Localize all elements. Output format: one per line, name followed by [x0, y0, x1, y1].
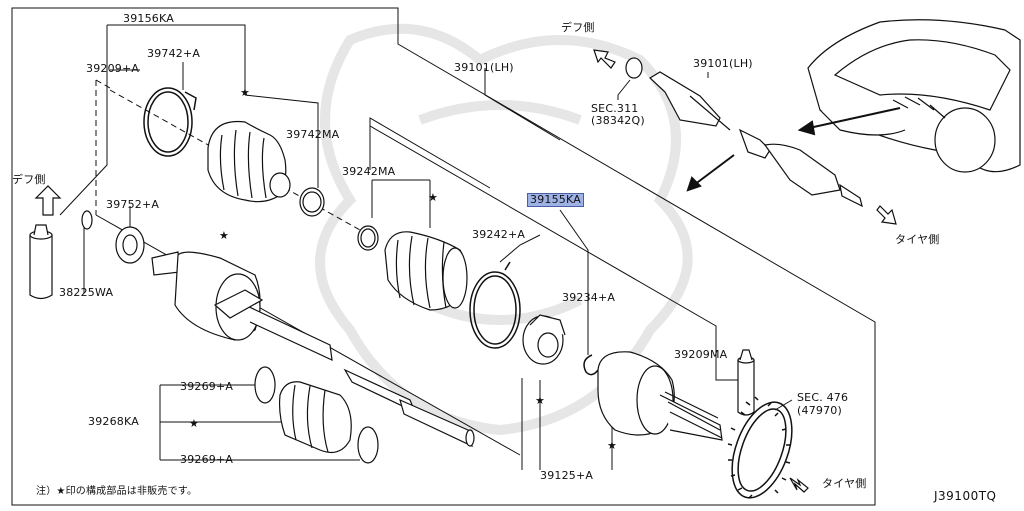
label-sec311: SEC.311 [591, 102, 639, 115]
part-boot-outer [207, 120, 291, 203]
svg-text:★: ★ [607, 439, 617, 452]
label-39268ka: 39268KA [88, 415, 139, 428]
label-39742ma: 39742MA [286, 128, 340, 141]
diff-side-label-inset: デフ側 [561, 21, 595, 34]
tire-side-label-inset: タイヤ側 [895, 233, 940, 246]
subassembly-box [369, 117, 491, 189]
frame-outline [11, 7, 876, 506]
svg-text:★: ★ [428, 191, 438, 204]
part-39268ka-boot [254, 366, 379, 464]
label-39234a: 39234+A [562, 291, 616, 304]
part-39155ka-joint [522, 314, 566, 365]
svg-text:★: ★ [189, 417, 199, 430]
label-39742a: 39742+A [147, 47, 201, 60]
label-39101lh-main: 39101(LH) [454, 61, 514, 74]
diff-side-arrow-left [34, 185, 62, 216]
part-39742a-band [143, 87, 197, 157]
inset-tire-arrow [876, 205, 897, 225]
label-39752a: 39752+A [106, 198, 160, 211]
part-outer-joint-shaft [151, 251, 333, 362]
svg-text:★: ★ [535, 394, 545, 407]
part-39242ma-band [357, 225, 379, 251]
part-38225wa-cylinder [29, 224, 53, 300]
label-39242a: 39242+A [472, 228, 526, 241]
part-39234a-ring [583, 354, 599, 376]
inset-diff-arrow [593, 49, 616, 69]
label-39269a-top: 39269+A [180, 380, 234, 393]
diff-side-label-left: デフ側 [12, 173, 46, 186]
label-39209ma: 39209MA [674, 348, 728, 361]
part-housing-right [597, 351, 723, 441]
tire-side-arrow-bottom [789, 477, 809, 493]
part-39742ma-band [299, 187, 325, 217]
inset-axle [625, 57, 863, 208]
diagram-code: J39100TQ [934, 489, 997, 503]
label-sec476-sub: (47970) [797, 404, 842, 417]
tire-side-label-bottom: タイヤ側 [822, 477, 867, 490]
label-39125a: 39125+A [540, 469, 594, 482]
part-sec476-ring [727, 396, 793, 499]
label-sec476: SEC. 476 [797, 391, 849, 404]
part-shaft [343, 368, 475, 448]
label-39209a: 39209+A [86, 62, 140, 75]
star-markers: ★ ★ ★ ★ ★ ★ [189, 86, 617, 452]
part-boot-inner [384, 231, 468, 311]
part-39209ma-cylinder [737, 349, 755, 416]
label-38225wa: 38225WA [59, 286, 114, 299]
label-39156ka: 39156KA [123, 12, 174, 25]
svg-text:★: ★ [240, 86, 250, 99]
svg-text:★: ★ [219, 229, 229, 242]
inset-arrows [686, 107, 901, 192]
label-39242ma: 39242MA [342, 165, 396, 178]
label-39101lh-inset: 39101(LH) [693, 57, 753, 70]
footnote: 注）★印の構成部品は非販売です。 [36, 486, 198, 497]
label-sec311-sub: (38342Q) [591, 114, 645, 127]
part-39242a-band [469, 261, 521, 349]
inset-car [807, 19, 1021, 173]
label-39155ka-highlighted[interactable]: 39155KA [527, 193, 584, 207]
part-39752a-washer [81, 210, 145, 264]
label-39269a-bottom: 39269+A [180, 453, 234, 466]
